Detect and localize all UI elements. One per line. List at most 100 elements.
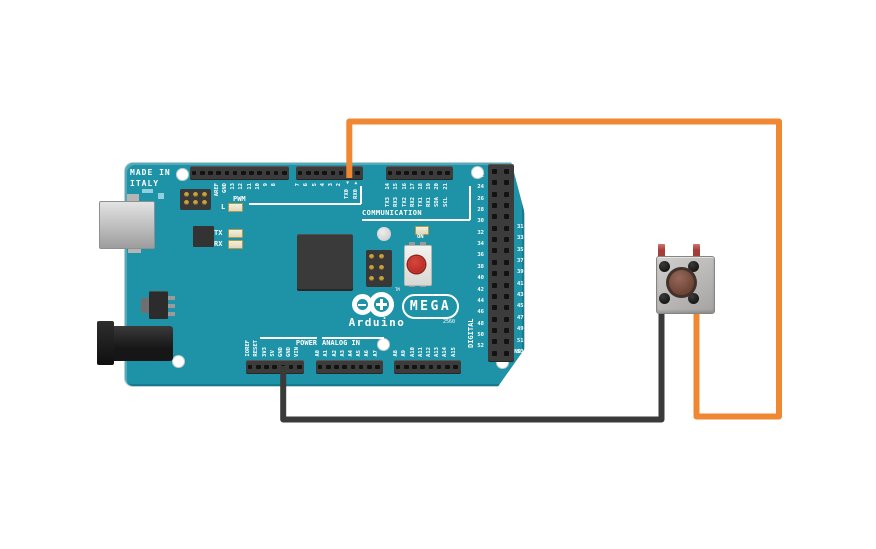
pin-label: 26 <box>477 195 484 202</box>
voltage-regulator <box>149 291 168 319</box>
pin-hole <box>504 259 509 265</box>
pin-hole <box>387 170 393 175</box>
power-jack-flange <box>97 321 114 365</box>
pwm-line <box>249 203 361 205</box>
voltage-regulator-leg <box>167 312 175 316</box>
pin-hole <box>492 259 497 265</box>
icsp-pin <box>192 191 198 197</box>
icsp-pin <box>183 191 189 197</box>
led-rx-label: RX <box>214 240 223 248</box>
pin-hole <box>404 170 409 175</box>
pin-label: 28 <box>477 207 484 214</box>
pin-label: 24 <box>477 184 484 191</box>
top-pin-header-14-21[interactable] <box>386 166 453 180</box>
analog-in-header-a8-a15[interactable] <box>394 360 461 374</box>
pin-hole <box>492 316 497 322</box>
pin-label: 42 <box>477 286 484 293</box>
pin-hole <box>445 364 450 369</box>
made-in-italy-line2: ITALY <box>130 179 160 188</box>
reset-button-cap[interactable] <box>408 256 425 273</box>
pin-hole <box>504 169 509 174</box>
pushbutton-contact-dot <box>659 261 670 272</box>
voltage-regulator-leg <box>167 304 175 308</box>
pin-hole <box>232 170 238 175</box>
pin-hole <box>342 364 347 369</box>
pin-hole <box>492 180 497 186</box>
pin-label: 30 <box>477 218 484 225</box>
pin-hole <box>338 170 344 175</box>
pin-hole <box>265 170 271 175</box>
right-digital-pin-header[interactable] <box>488 164 514 362</box>
led-l <box>228 203 243 212</box>
pin-hole <box>297 364 302 369</box>
icsp2-header[interactable] <box>180 189 211 210</box>
pin-hole <box>350 364 356 369</box>
pin-label: 8 <box>271 183 278 187</box>
pin-hole <box>453 364 458 369</box>
arduino-brand-text: Arduino <box>348 316 406 329</box>
pin-hole <box>256 364 261 369</box>
top-pin-header-7-0[interactable] <box>296 166 363 180</box>
pin-hole <box>504 327 509 333</box>
arduino-logo-minus <box>358 303 366 306</box>
pin-hole <box>395 364 401 369</box>
pin-hole <box>504 214 509 220</box>
pushbutton-cap[interactable] <box>669 270 694 295</box>
pin-label: 38 <box>477 263 484 270</box>
usb-connector <box>99 201 155 249</box>
voltage-regulator-tab <box>141 298 150 313</box>
mega-badge-text: MEGA <box>409 299 452 314</box>
pin-label: 43 <box>517 292 524 299</box>
pin-hole <box>355 170 360 175</box>
pin-hole <box>297 170 303 175</box>
pin-label: 31 <box>517 224 524 230</box>
icsp-pin <box>369 264 374 270</box>
crystal-component <box>377 227 391 241</box>
smd-component <box>142 189 153 193</box>
led-tx <box>228 229 243 238</box>
pin-label: 41 <box>517 280 524 287</box>
pin-hole <box>492 339 497 345</box>
pin-label: 40 <box>477 275 484 282</box>
icsp-pin <box>192 200 198 205</box>
pin-label: 22 <box>477 173 484 179</box>
pin-hole <box>492 191 497 197</box>
power-pin-header[interactable] <box>246 360 304 374</box>
pin-hole <box>306 170 311 175</box>
pin-hole <box>200 170 205 175</box>
pin-hole <box>492 214 497 220</box>
pin-hole <box>504 180 509 186</box>
pin-label: 32 <box>477 229 484 236</box>
pin-label: 46 <box>477 309 484 316</box>
pin-hole <box>224 170 230 175</box>
usb-interface-chip <box>193 226 214 247</box>
pin-hole <box>288 364 294 369</box>
top-pin-header-aref-8[interactable] <box>190 166 289 180</box>
pin-hole <box>326 364 331 369</box>
pin-hole <box>504 305 509 311</box>
pin-hole <box>504 282 509 288</box>
icsp-pin <box>201 191 207 197</box>
pin-hole <box>264 364 269 369</box>
pin-hole <box>241 170 246 175</box>
pin-hole <box>504 350 509 356</box>
pin-hole <box>504 203 509 209</box>
icsp-pin <box>379 253 384 259</box>
pin-direction-marker: ▼ <box>346 181 350 186</box>
pin-hole <box>412 364 417 369</box>
pin-hole <box>420 364 425 369</box>
pin-hole <box>492 169 497 174</box>
pin-label: 37 <box>517 258 524 265</box>
pin-label: 50 <box>477 331 484 338</box>
mounting-hole <box>172 355 185 368</box>
analog-in-header-a0-a7[interactable] <box>316 360 383 374</box>
pin-label: 52 <box>477 343 484 350</box>
icsp-header[interactable] <box>366 250 392 287</box>
icsp-pin <box>183 200 189 205</box>
analog-in-label: ANALOG IN <box>322 339 360 347</box>
arduino-logo-plus-v <box>380 299 383 310</box>
pin-hole <box>492 282 497 288</box>
communication-line-end <box>469 186 471 220</box>
pin-label: 53 <box>517 348 524 355</box>
arduino-logo-tm: TM <box>395 287 400 292</box>
